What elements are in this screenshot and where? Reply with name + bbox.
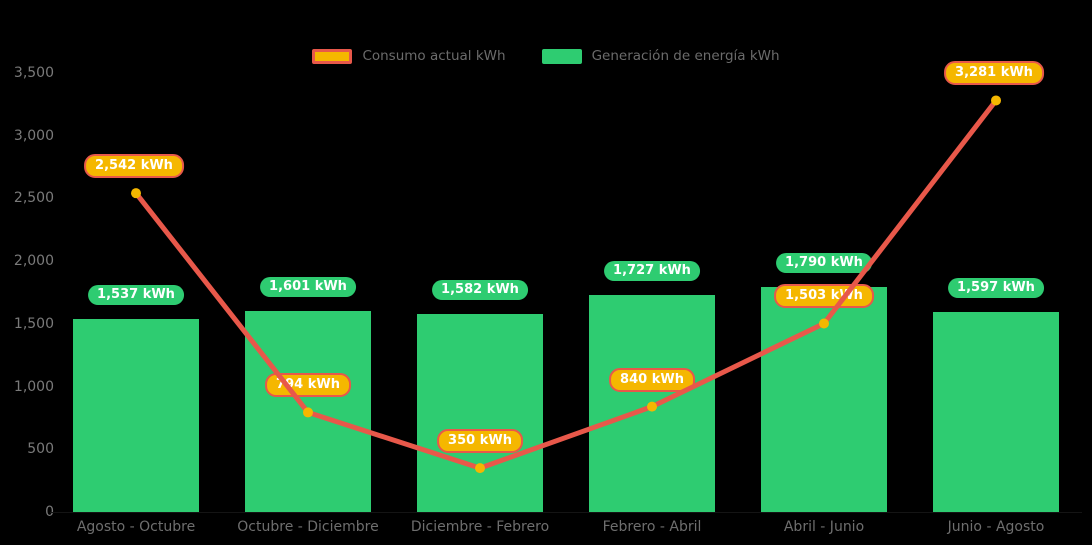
bar-generacion[interactable] (761, 287, 887, 512)
y-axis-tick-label: 2,000 (13, 253, 54, 270)
y-axis-tick-label: 3,500 (13, 65, 54, 81)
line-value-label: 2,542 kWh (84, 154, 184, 179)
chart-legend: Consumo actual kWh Generación de energía… (0, 44, 1092, 68)
line-value-label: 1,503 kWh (774, 284, 874, 309)
bar-generacion[interactable] (589, 295, 715, 512)
y-axis-tick-label: 500 (27, 441, 54, 458)
x-axis-tick-label: Agosto - Octubre (76, 519, 196, 535)
bar-generacion[interactable] (933, 311, 1059, 512)
x-axis-baseline (50, 512, 1082, 513)
line-value-label: 840 kWh (609, 367, 695, 392)
bar-generacion[interactable] (245, 311, 371, 512)
legend-swatch-consumo-icon (312, 48, 353, 64)
line-value-label: 350 kWh (437, 429, 523, 454)
y-axis-tick-label: 1,000 (13, 378, 54, 395)
x-axis-tick-label: Octubre - Diciembre (237, 519, 379, 535)
bar-generacion[interactable] (73, 319, 199, 512)
consumo-data-point[interactable] (131, 188, 141, 199)
bar-value-label: 1,582 kWh (432, 279, 528, 300)
bar-generacion[interactable] (417, 313, 543, 512)
y-axis-tick-label: 0 (45, 504, 54, 520)
x-axis-tick-label: Abril - Junio (783, 519, 865, 535)
x-axis-tick-label: Diciembre - Febrero (410, 519, 550, 535)
legend-label-generacion: Generación de energía kWh (591, 48, 780, 64)
line-value-label: 3,281 kWh (944, 61, 1044, 86)
y-axis-tick-label: 3,000 (13, 127, 54, 144)
bar-value-label: 1,727 kWh (604, 261, 700, 282)
legend-swatch-generacion-icon (541, 48, 582, 64)
y-axis-tick-label: 1,500 (13, 315, 54, 332)
legend-item-generacion[interactable]: Generación de energía kWh (541, 48, 780, 64)
bar-value-label: 1,601 kWh (260, 277, 356, 298)
consumo-data-point[interactable] (991, 95, 1001, 106)
legend-item-consumo[interactable]: Consumo actual kWh (312, 48, 506, 64)
line-value-label: 794 kWh (265, 373, 351, 398)
bar-value-label: 1,597 kWh (948, 277, 1044, 298)
y-axis-tick-label: 2,500 (13, 190, 54, 207)
bar-value-label: 1,790 kWh (776, 253, 872, 274)
bar-value-label: 1,537 kWh (88, 285, 184, 306)
legend-label-consumo: Consumo actual kWh (362, 48, 506, 64)
x-axis-tick-label: Junio - Agosto (947, 519, 1045, 535)
x-axis-tick-label: Febrero - Abril (602, 519, 702, 535)
